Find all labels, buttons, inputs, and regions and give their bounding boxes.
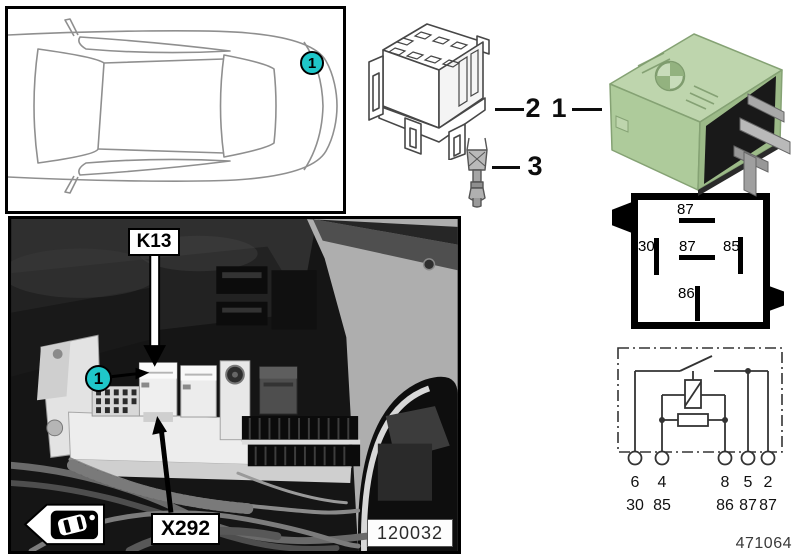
terminal-number: 87 <box>739 497 757 514</box>
schematic-pin-row: 6 4 8 5 2 <box>631 474 773 491</box>
component-label: K13 <box>136 231 172 252</box>
car-direction-icon <box>23 503 105 546</box>
callout-number-socket: 2 <box>525 93 541 123</box>
pin-label-left: 30 <box>638 238 655 255</box>
pin-bar-right <box>738 237 743 274</box>
car-locator-panel: 1 <box>5 6 346 214</box>
relay-socket-icon <box>368 23 490 160</box>
pin-label-center: 87 <box>679 238 696 255</box>
car-top-view-icon <box>8 18 338 194</box>
relay-circuit-schematic: 6 4 8 5 2 30 85 86 87 87 <box>612 344 792 519</box>
badge-arrow-icon <box>111 367 150 380</box>
location-photo-panel: K13 1 X292 120032 <box>8 216 461 554</box>
x292-arrow-icon <box>152 416 174 513</box>
pin-number: 4 <box>658 474 667 491</box>
circuit-schematic-drawing: 6 4 8 5 2 30 85 86 87 87 <box>617 347 783 514</box>
terminal-number: 30 <box>626 497 644 514</box>
pin-number: 6 <box>631 474 640 491</box>
pin-bar-center <box>679 255 715 260</box>
callout-number-relay: 1 <box>551 93 567 123</box>
terminal-number: 85 <box>653 497 671 514</box>
car-location-badge-number: 1 <box>307 54 317 72</box>
pin-number: 2 <box>764 474 773 491</box>
pin-label-top: 87 <box>677 201 694 218</box>
terminal-pin-icon <box>466 137 488 208</box>
pin-diagram-left-tab-icon <box>612 202 632 233</box>
pin-number: 8 <box>721 474 730 491</box>
car-location-badge: 1 <box>300 51 324 75</box>
component-label-box: K13 <box>128 228 180 256</box>
pin-diagram-right-tab-icon <box>769 286 784 311</box>
photo-image-number: 120032 <box>367 519 453 547</box>
pin-label-right: 85 <box>723 238 740 255</box>
callout-number-terminal: 3 <box>527 151 543 181</box>
callout-line-relay <box>572 108 602 111</box>
relay-socket-drawing <box>365 10 500 160</box>
engine-bay-photo <box>11 219 458 551</box>
connector-label-box: X292 <box>151 513 220 545</box>
relay-pin-diagram: 87 30 87 85 86 <box>631 193 770 329</box>
terminal-pin-drawing <box>459 136 495 208</box>
callout-line-socket <box>495 108 524 111</box>
bmw-roundel-icon <box>654 60 686 92</box>
relay-component-image <box>609 33 791 197</box>
terminal-number: 86 <box>716 497 734 514</box>
pin-number: 5 <box>744 474 753 491</box>
relay-photo <box>598 20 792 208</box>
photo-image-number-text: 120032 <box>376 522 444 543</box>
drawing-number: 471064 <box>735 535 792 552</box>
pin-bar-left <box>654 238 659 275</box>
connector-label: X292 <box>160 517 211 540</box>
callout-line-terminal <box>492 166 520 169</box>
pin-bar-bottom <box>695 286 700 321</box>
photo-location-badge-number: 1 <box>93 368 104 388</box>
photo-location-badge: 1 <box>85 365 112 392</box>
pin-bar-top <box>679 218 715 223</box>
schematic-terminal-row: 30 85 86 87 87 <box>626 497 777 514</box>
terminal-number: 87 <box>759 497 777 514</box>
pin-label-bottom: 86 <box>678 285 695 302</box>
